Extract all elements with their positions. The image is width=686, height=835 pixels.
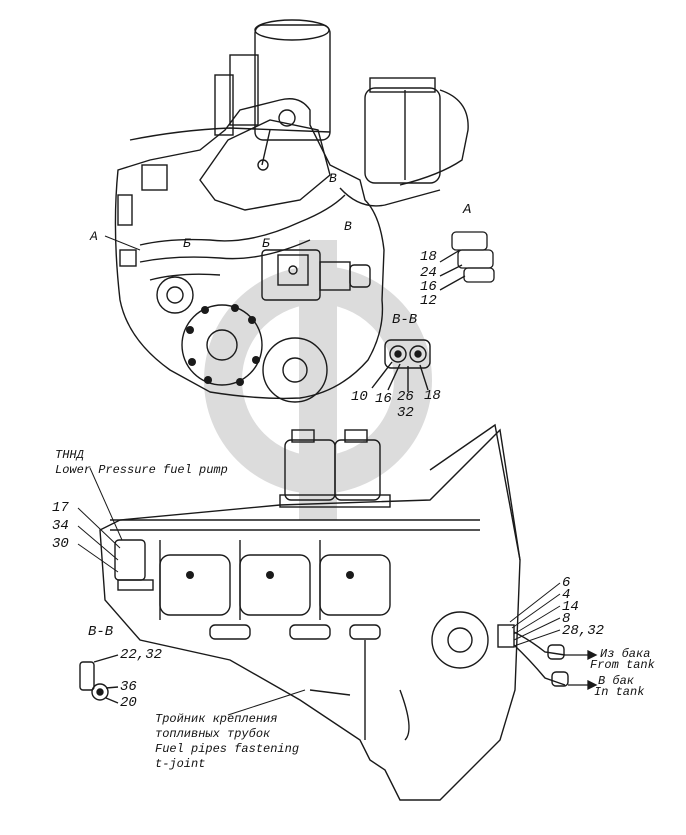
leader-lines [77, 235, 561, 716]
section-VV-bottom-callout: 20 [120, 695, 137, 711]
detail-A-callout: 16 [420, 279, 437, 295]
right-callout: 6 [562, 575, 571, 591]
to-tank-en: In tank [594, 685, 645, 699]
marker-A-left: A [90, 229, 98, 244]
section-VV-top-callout: 10 [351, 389, 368, 405]
tnnd-label-en: Lower Pressure fuel pump [55, 463, 228, 477]
tjoint-ru-line1: Тройник крепления [155, 712, 278, 726]
right-callout: 14 [562, 599, 579, 615]
tjoint-en-line2: t-joint [155, 757, 206, 771]
detail-A-callout: 12 [420, 293, 437, 309]
from-tank-en: From tank [590, 658, 655, 672]
section-VV-bottom-callout: 36 [120, 679, 137, 695]
detail-A-callout: 24 [420, 265, 437, 281]
right-callout: 8 [562, 611, 571, 627]
right-callout: 4 [562, 587, 571, 603]
section-VV-bottom-title: В-В [88, 624, 114, 640]
left-callout: 34 [52, 518, 69, 534]
tnnd-label-ru: ТННД [55, 448, 84, 462]
section-VV-bottom-callout: 22,32 [120, 647, 163, 663]
section-VV-top-fitting [371, 339, 431, 392]
detail-A-callout: 18 [420, 249, 437, 265]
left-callout: 30 [52, 536, 69, 552]
right-callout: 28,32 [562, 623, 605, 639]
to-tank-ru: В бак [598, 674, 635, 688]
section-VV-top-callout-bottom: 32 [397, 405, 414, 421]
marker-B2: Б [262, 236, 270, 251]
tjoint-ru-line2: топливных трубок [155, 727, 271, 741]
bottom-engine-view [99, 423, 569, 801]
marker-B1: Б [183, 236, 191, 251]
top-engine-view [114, 19, 469, 403]
left-callout: 17 [52, 500, 69, 516]
section-VV-top-title: В-В [392, 312, 418, 328]
marker-V1: В [329, 171, 337, 186]
section-VV-top-callout: 16 [375, 391, 392, 407]
detail-A-fittings [439, 231, 495, 291]
tjoint-en-line1: Fuel pipes fastening [155, 742, 300, 756]
detail-A-title: A [463, 202, 472, 218]
watermark-logo [204, 240, 432, 520]
section-VV-top-callout: 18 [424, 388, 441, 404]
section-VV-top-callout: 26 [397, 389, 414, 405]
from-tank-ru: Из бака [600, 647, 651, 661]
marker-V2: В [344, 219, 352, 234]
tank-arrows [565, 649, 598, 691]
section-VV-bottom-clamp [79, 654, 119, 704]
